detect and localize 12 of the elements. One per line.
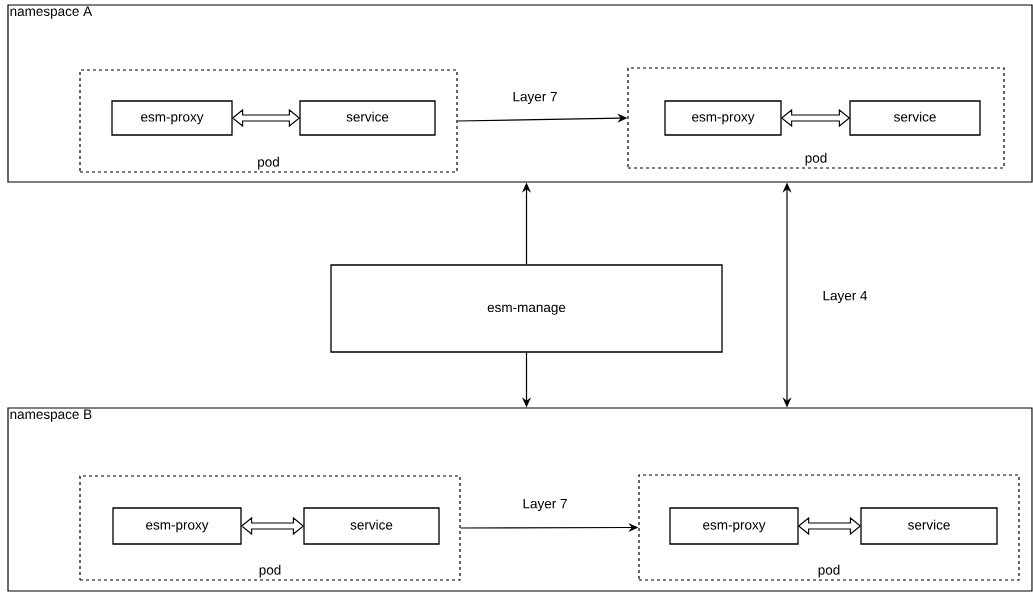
process-box: esm-manage	[330, 264, 723, 353]
process-box: service	[303, 507, 440, 545]
edge-label: Layer 7	[521, 497, 569, 513]
process-box: service	[860, 507, 998, 545]
edge-label: Layer 4	[821, 289, 869, 305]
process-box: esm-proxy	[112, 507, 242, 545]
process-box: esm-proxy	[664, 100, 782, 136]
process-box: service	[299, 100, 436, 136]
process-box: esm-proxy	[669, 507, 799, 545]
process-box: esm-proxy	[111, 100, 233, 136]
process-box: service	[849, 100, 981, 136]
edge-label: Layer 7	[511, 90, 559, 106]
